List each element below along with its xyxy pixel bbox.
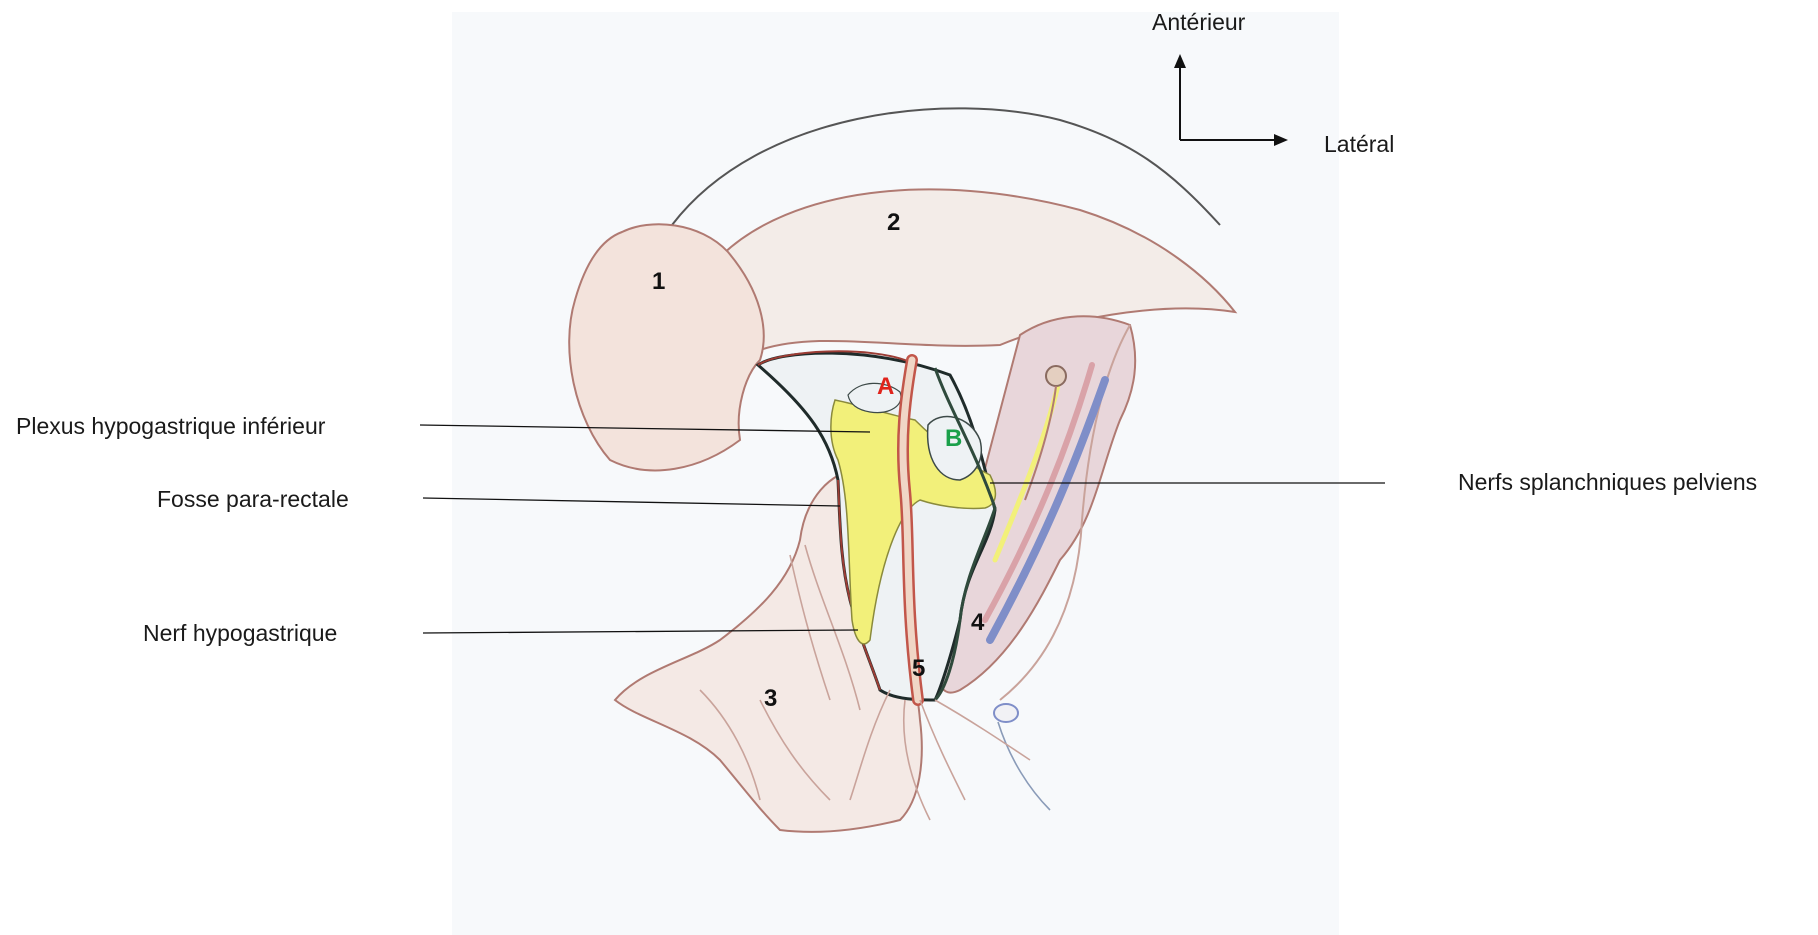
marker-2: 2 xyxy=(887,209,900,236)
marker-a: A xyxy=(877,373,894,400)
marker-3: 3 xyxy=(764,685,777,712)
label-pararectal-fossa: Fosse para-rectale xyxy=(157,486,349,512)
marker-4: 4 xyxy=(971,609,985,636)
marker-b: B xyxy=(945,425,962,452)
label-hypogastric-nerve: Nerf hypogastrique xyxy=(143,620,337,646)
structure-1 xyxy=(569,224,764,470)
cut-vessel xyxy=(994,704,1018,722)
label-inferior-hypogastric-plexus: Plexus hypogastrique inférieur xyxy=(16,413,326,439)
lateral-label: Latéral xyxy=(1324,131,1394,157)
label-pelvic-splanchnic-nerves: Nerfs splanchniques pelviens xyxy=(1458,469,1757,495)
marker-5: 5 xyxy=(912,655,925,682)
vessel-origin-circle xyxy=(1046,366,1066,386)
marker-1: 1 xyxy=(652,268,665,295)
anterior-label: Antérieur xyxy=(1152,9,1246,35)
